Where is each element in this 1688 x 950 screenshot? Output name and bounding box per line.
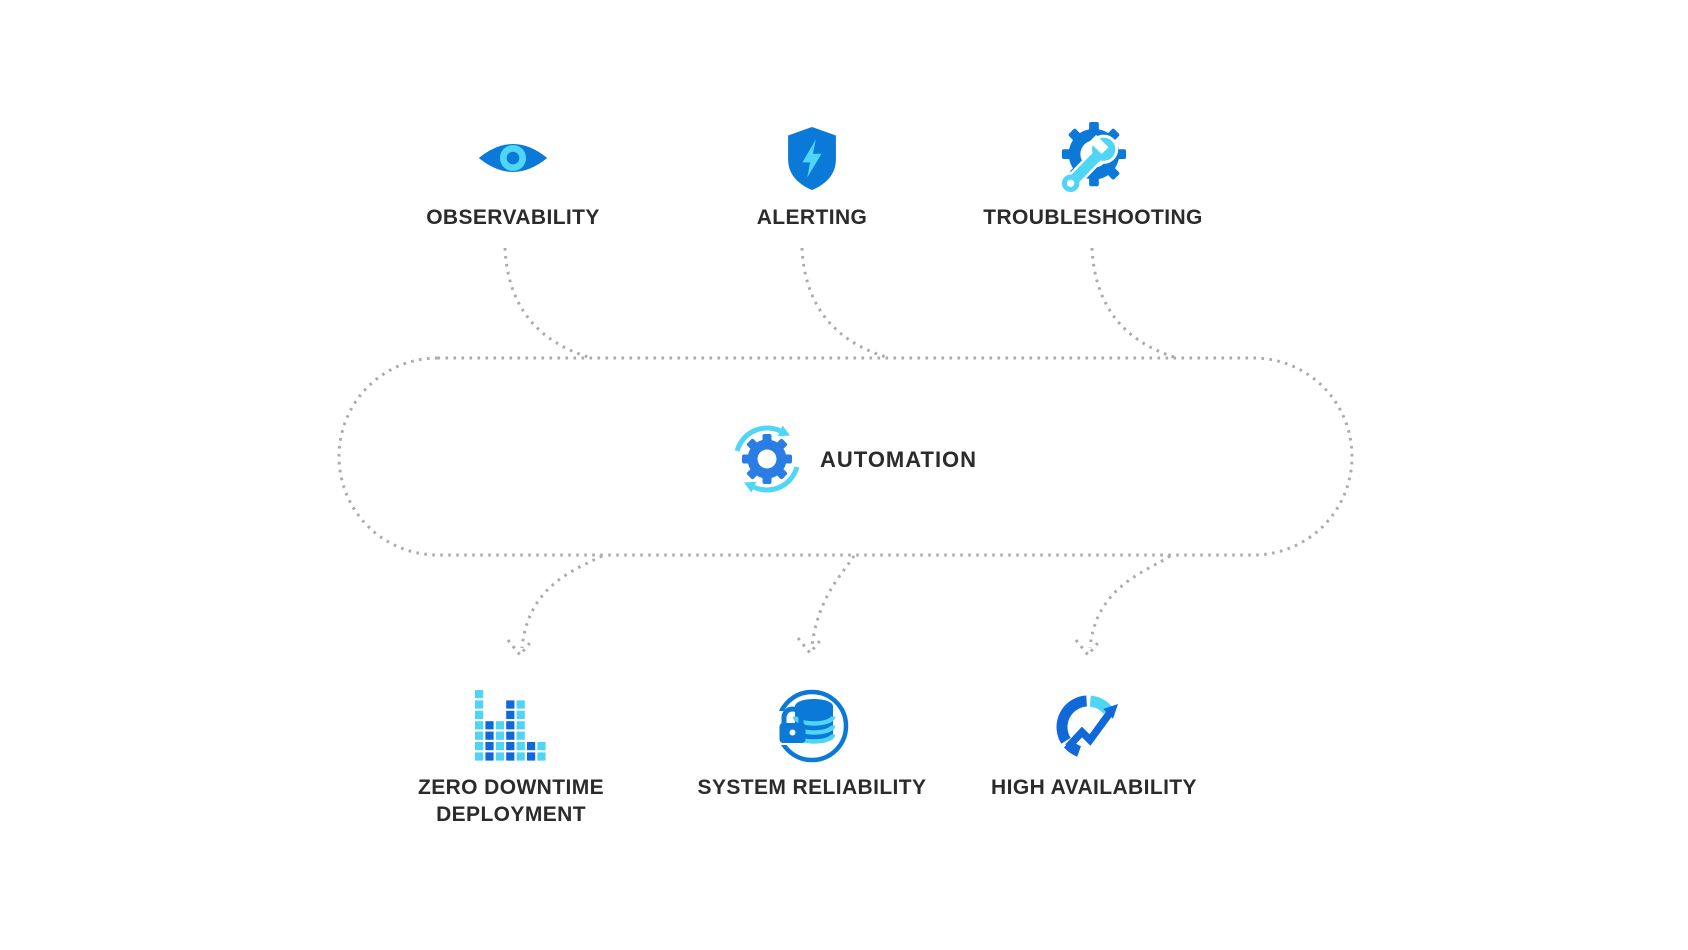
automation-label: AUTOMATION (820, 447, 978, 472)
connector-observability-in (503, 247, 589, 359)
connector-zero-downtime-out (520, 554, 603, 649)
pixel-bar-chart-icon (475, 686, 547, 766)
connector-system-reliability-out (810, 555, 856, 647)
automation-pill-outline (337, 356, 1354, 557)
connector-alerting-in (800, 247, 887, 359)
arrowhead-high-availability-icon (1074, 638, 1103, 658)
automation-sync-gear-icon (731, 421, 803, 498)
node-high-availability: HIGH AVAILABILITY (914, 686, 1274, 801)
database-lock-circle-icon (773, 686, 851, 766)
node-zero-downtime-deployment: ZERO DOWNTIME DEPLOYMENT (331, 686, 691, 828)
arrowhead-zero-downtime-icon (506, 638, 535, 658)
node-label: ALERTING (756, 206, 868, 229)
node-system-reliability: SYSTEM RELIABILITY (632, 686, 992, 801)
connector-troubleshooting-in (1090, 247, 1175, 359)
gear-wrench-icon (1058, 116, 1128, 200)
arrowhead-system-reliability-icon (796, 636, 825, 656)
node-label: OBSERVABILITY (426, 206, 600, 229)
node-label: SYSTEM RELIABILITY (697, 776, 927, 799)
connector-high-availability-out (1088, 554, 1171, 649)
gauge-trend-arrow-icon (1056, 686, 1132, 766)
node-alerting: ALERTING (632, 116, 992, 231)
node-label: HIGH AVAILABILITY (991, 776, 1197, 799)
eye-icon (477, 116, 549, 200)
node-label: ZERO DOWNTIME DEPLOYMENT (417, 776, 605, 826)
node-troubleshooting: TROUBLESHOOTING (913, 116, 1273, 231)
node-label: TROUBLESHOOTING (983, 206, 1203, 229)
node-automation: AUTOMATION (731, 421, 977, 498)
shield-lightning-icon (786, 116, 838, 200)
node-observability: OBSERVABILITY (333, 116, 693, 231)
pixel-bar-grid (475, 690, 546, 761)
